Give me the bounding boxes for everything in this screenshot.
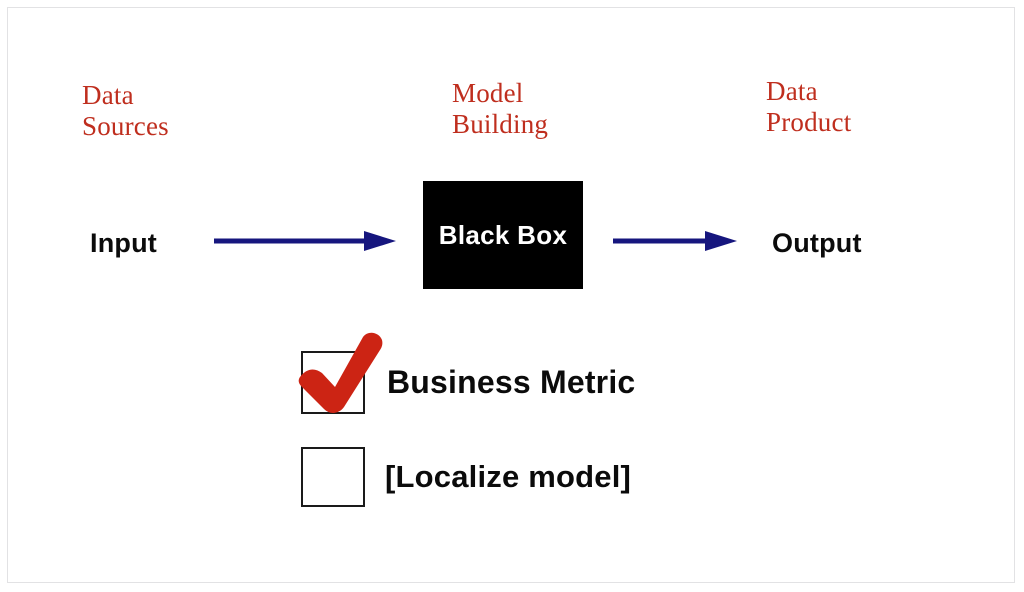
arrow-right-icon-input [214, 230, 396, 252]
checklist-item-business-metric[interactable]: Business Metric [298, 332, 636, 414]
output-label: Output [772, 228, 862, 258]
black-box-label: Black Box [438, 219, 568, 250]
checklist-label-localize-model: [Localize model] [385, 459, 632, 494]
check-mark-icon [294, 331, 386, 417]
arrow-right-icon-output [613, 230, 737, 252]
black-box: Black Box [423, 181, 583, 289]
checkbox-business-metric[interactable] [298, 332, 383, 414]
checklist-label-business-metric: Business Metric [387, 364, 636, 400]
input-label: Input [90, 228, 157, 258]
stage-label-model-building: Model Building [452, 78, 549, 139]
stage-label-data-product: Data Product [766, 76, 852, 137]
checklist-item-localize-model[interactable]: [Localize model] [301, 447, 631, 507]
stage-label-data-sources: Data Sources [82, 80, 169, 141]
checkbox-localize-model[interactable] [301, 447, 365, 507]
